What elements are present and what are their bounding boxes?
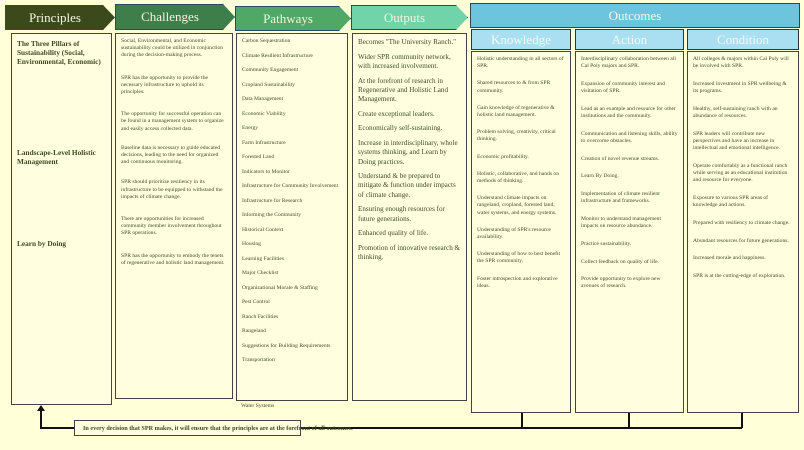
pathway-item: Community Engagement — [242, 67, 299, 73]
knowledge-item: Shared resources to & from SPR community… — [477, 80, 551, 94]
action-header: Action — [575, 29, 684, 50]
pathway-item: Data Management — [242, 96, 284, 102]
pathway-item: Economic Viability — [242, 110, 286, 117]
action-item: Learn By Doing. — [581, 173, 619, 180]
principle: Learn by Doing — [17, 239, 67, 248]
pathways-header: Pathways — [235, 6, 351, 31]
pathway-item: Informing the Community — [242, 212, 302, 218]
condition-item: Healthy, self-sustaining ranch with an a… — [693, 105, 778, 120]
knowledge-item: Foster introspection and explorative ide… — [477, 275, 558, 289]
condition-item: Operate comfortably as a functional ranc… — [693, 162, 788, 184]
output-item: Ensuring enough resources for future gen… — [358, 205, 445, 223]
knowledge-item: Gain knowledge of regenerative & holisti… — [477, 104, 555, 119]
condition-item: Increased morale and happiness. — [693, 255, 766, 262]
footer-note: In every decision that SPR makes, it wil… — [74, 420, 353, 436]
action-item: Implementation of climate resilient infr… — [581, 191, 660, 205]
pathway-item: Climate Resilient Infrastructure — [242, 52, 313, 59]
action-item: Interdisciplinary collaboration between … — [581, 56, 676, 70]
action-item: Lead as an example and resource for othe… — [581, 105, 676, 120]
challenge: Baseline data is necessary to guide educ… — [121, 144, 221, 166]
pathway-item: Infrastructure for Research — [242, 197, 303, 204]
output-item: Promotion of innovative research & think… — [358, 243, 461, 262]
outputs-header: Outputs — [351, 5, 468, 30]
output-item: Economically self-sustaining. — [358, 124, 443, 133]
connector-line — [40, 427, 74, 429]
challenge: SPR has the opportunity to embody the te… — [121, 252, 225, 266]
output-item: Wider SPR community network, with increa… — [358, 52, 451, 70]
outputs-box: Becomes "The University Ranch." Wider SPR… — [352, 33, 467, 401]
challenges-header: Challenges — [115, 4, 235, 30]
action-item: Expansion of community interest and visi… — [581, 80, 665, 95]
pathway-item: Suggestions for Building Requirements — [242, 342, 331, 349]
knowledge-item: Understand climate impacts on rangeland,… — [477, 195, 557, 216]
action-item: Practice sustainability. — [581, 240, 632, 247]
knowledge-box: Holistic understanding in all sectors of… — [471, 51, 571, 413]
condition-item: SPR leaders will contribute new perspect… — [693, 130, 780, 152]
challenge: There are opportunities for increased co… — [121, 216, 222, 237]
pathway-item: Transportation — [242, 357, 275, 363]
pathway-item: Organizational Morale & Staffing — [242, 284, 318, 291]
challenge: Social, Environmental, and Economic sust… — [121, 38, 224, 59]
pathway-item: Energy — [242, 125, 259, 131]
pathway-item: Infrastructure for Community Involvement — [242, 183, 339, 189]
condition-header: Condition — [687, 29, 799, 50]
condition-item: Prepared with resiliency to climate chan… — [693, 219, 790, 226]
action-item: Provide opportunity to explore new avenu… — [581, 276, 661, 290]
action-item: Collect feedback on quality of life. — [581, 258, 659, 265]
output-item: Create exceptional leaders. — [358, 109, 435, 118]
pathway-item: Historical Context — [242, 226, 284, 233]
output-item: Becomes "The University Ranch." — [358, 38, 456, 46]
principle: Landscape-Level Holistic Management — [17, 148, 96, 166]
condition-item: All colleges & majors within Cal Poly wi… — [693, 56, 789, 70]
condition-item: Increased investment in SPR wellbeing & … — [693, 80, 787, 95]
knowledge-item: Understanding of SPR's resource availabi… — [477, 226, 551, 241]
knowledge-item: Holistic, collaborative, and hands on me… — [477, 170, 560, 185]
knowledge-item: Problem solving, creativity, critical th… — [477, 129, 556, 143]
action-item: Monitor to understand management impacts… — [581, 215, 662, 230]
principles-header: Principles — [5, 5, 115, 30]
action-box: Interdisciplinary collaboration between … — [575, 51, 684, 413]
challenges-box: Social, Environmental, and Economic sust… — [115, 33, 233, 399]
pathway-item: Major Checklist — [242, 270, 279, 276]
knowledge-item: Understanding of how to best benefit the… — [477, 251, 561, 265]
principles-box: The Three Pillars of Sustainability (Soc… — [11, 33, 112, 405]
knowledge-header: Knowledge — [471, 29, 571, 50]
condition-box: All colleges & majors within Cal Poly wi… — [687, 51, 799, 413]
pathway-item: Water Systems — [241, 403, 275, 409]
pathway-item: Farm Infrastructure — [242, 139, 286, 146]
output-item: Enhanced quality of life. — [358, 229, 429, 238]
pathway-item: Rangeland — [242, 328, 266, 334]
pathway-item: Ranch Facilities — [242, 313, 279, 320]
connector-line — [628, 413, 630, 428]
pathway-item: Forested Land — [242, 154, 275, 160]
connector-line — [521, 413, 523, 428]
challenge: The opportunity for successful operation… — [121, 111, 224, 132]
connector-line — [741, 413, 743, 428]
condition-item: Exposure to various SPR areas of knowled… — [693, 194, 769, 209]
arrow-up-icon — [37, 405, 45, 411]
action-item: Communication and listening skills, abil… — [581, 130, 678, 144]
outcomes-header: Outcomes — [470, 3, 800, 28]
condition-item: SPR is at the cutting-edge of exploratio… — [693, 272, 786, 279]
pathway-item: Indicators to Monitor — [242, 168, 290, 175]
knowledge-item: Holistic understanding in all sectors of… — [477, 56, 564, 70]
action-item: Creation of novel revenue streams. — [581, 155, 660, 162]
principle: The Three Pillars of Sustainability (Soc… — [17, 39, 101, 66]
connector-line — [40, 410, 42, 428]
condition-item: Abundant resources for future generation… — [693, 237, 789, 244]
pathway-item: Carbon Sequestration — [242, 38, 291, 44]
pathway-item: Housing — [242, 241, 261, 247]
challenge: SPR has the opportunity to provide the n… — [121, 74, 209, 96]
output-item: At the forefront of research in Regenera… — [358, 76, 449, 104]
challenge: SPR should prioritize resiliency in its … — [121, 179, 223, 200]
output-item: Increase in interdisciplinary, whole sys… — [358, 139, 458, 166]
knowledge-item: Economic profitability. — [477, 153, 529, 160]
output-item: Understand & be prepared to mitigate & f… — [358, 172, 456, 199]
pathway-item: Learning Facilities — [242, 255, 285, 262]
pathway-item: Cropland Sustainability — [242, 81, 295, 88]
pathway-item: Pest Control — [242, 299, 270, 305]
